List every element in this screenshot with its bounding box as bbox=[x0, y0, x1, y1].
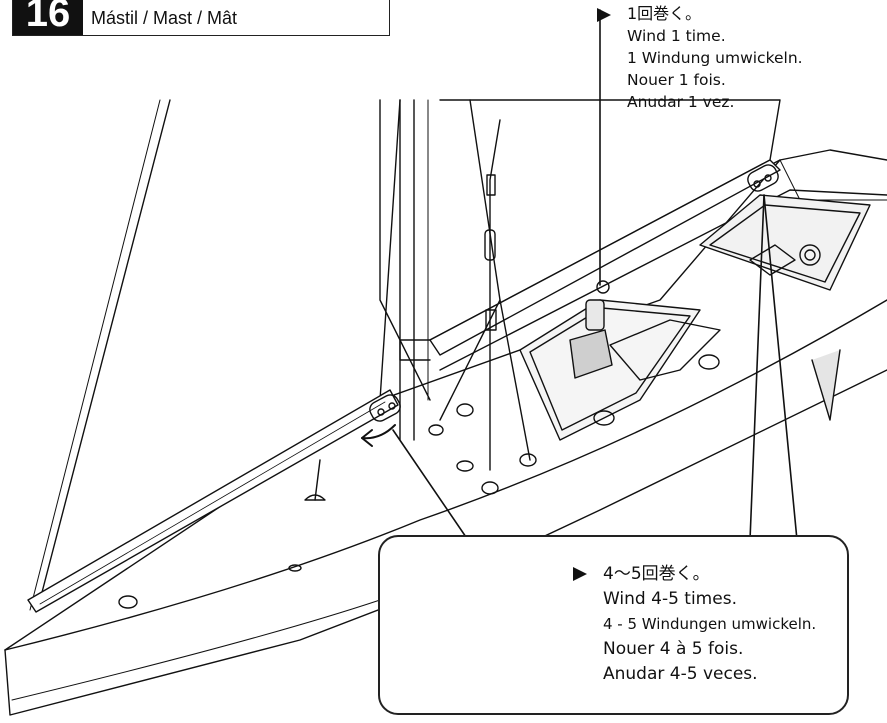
note-line-fr: Nouer 1 fois. bbox=[627, 71, 726, 89]
note-line-ja: 1回巻く。 bbox=[627, 4, 702, 23]
pointer-icon bbox=[573, 567, 587, 581]
step-header: 16 Mástil / Mast / Mât bbox=[12, 0, 390, 36]
detail-inset-box bbox=[378, 535, 849, 715]
detail-line-en: Wind 4-5 times. bbox=[603, 589, 737, 609]
detail-line-ja: 4〜5回巻く。 bbox=[603, 564, 710, 584]
main-sail bbox=[39, 99, 401, 601]
keel-fin bbox=[811, 349, 841, 421]
top-callout-note: 1回巻く。 Wind 1 time. 1 Windung umwickeln. … bbox=[597, 3, 803, 113]
note-line-de: 1 Windung umwickeln. bbox=[627, 49, 803, 67]
mast bbox=[399, 99, 415, 441]
jib-boom bbox=[429, 159, 781, 356]
boom-vang-line bbox=[314, 459, 321, 501]
note-line-en: Wind 1 time. bbox=[627, 27, 726, 45]
step-number: 16 bbox=[13, 0, 83, 35]
detail-line-fr: Nouer 4 à 5 fois. bbox=[603, 639, 744, 659]
detail-leader-mid bbox=[749, 194, 765, 541]
pointer-icon bbox=[597, 8, 611, 22]
hull-side bbox=[4, 369, 887, 716]
detail-line-es: Anudar 4-5 veces. bbox=[603, 664, 758, 684]
detail-leader-right bbox=[763, 194, 798, 541]
detail-callout-note: 4〜5回巻く。 Wind 4-5 times. 4 - 5 Windungen … bbox=[573, 562, 817, 687]
servo bbox=[569, 329, 613, 379]
detail-leader-left bbox=[392, 429, 469, 541]
rear-hatch bbox=[699, 194, 871, 291]
shroud-wire bbox=[489, 119, 501, 471]
deck-fittings bbox=[118, 354, 720, 609]
detail-line-de: 4 - 5 Windungen umwickeln. bbox=[603, 615, 817, 633]
step-title: Mástil / Mast / Mât bbox=[91, 8, 238, 28]
rotation-arrow-icon bbox=[361, 424, 396, 440]
note-line-es: Anudar 1 vez. bbox=[627, 93, 735, 111]
